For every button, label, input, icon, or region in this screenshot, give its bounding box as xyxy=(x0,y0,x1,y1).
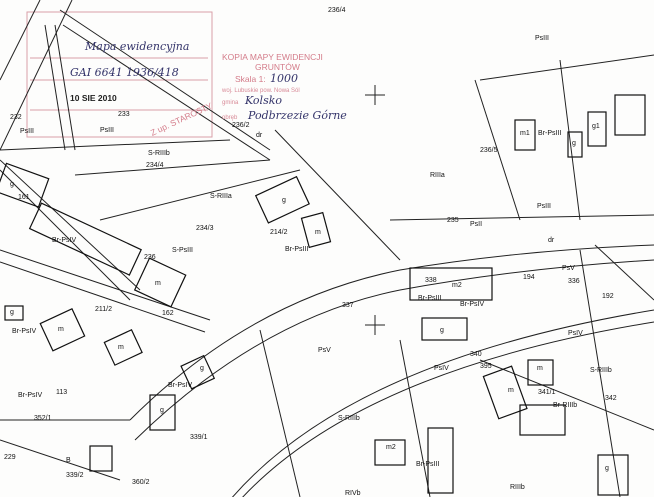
parcel-label: m xyxy=(58,326,64,333)
stamp-starosta: Z up. STAROSTY xyxy=(149,100,214,137)
parcel-label: Br-PsIII xyxy=(538,130,561,137)
parcel-label: g xyxy=(10,309,14,316)
parcel-label: 236 xyxy=(144,254,156,261)
parcel-label: Br-PsIV xyxy=(168,382,192,389)
parcel-label: g1 xyxy=(592,123,600,130)
copy-title-2: GRUNTÓW xyxy=(255,62,300,72)
copy-scale-label: Skala 1: xyxy=(235,74,266,84)
parcel-label: Br-PsIII xyxy=(416,461,439,468)
copy-scale-value: 1000 xyxy=(270,72,298,85)
parcel-label: Br-PsIV xyxy=(18,392,42,399)
parcel-label: m xyxy=(155,280,161,287)
parcel-label: RIVb xyxy=(345,490,361,497)
parcel-label: m2 xyxy=(386,444,396,451)
stamp-handwritten-title: Mapa ewidencyjna xyxy=(84,40,189,53)
parcel-label: 336 xyxy=(568,278,580,285)
stamp-date: 10 SIE 2010 xyxy=(70,93,117,103)
parcel-label: 339/1 xyxy=(190,434,208,441)
parcel-label: PsIII xyxy=(20,128,34,135)
parcel-label: Br-PsIV xyxy=(12,328,36,335)
parcel-label: 192 xyxy=(602,293,614,300)
parcel-label: 113 xyxy=(56,389,67,396)
parcel-label: S-RIIIb xyxy=(338,415,360,422)
parcel-label: 229 xyxy=(4,454,16,461)
parcel-label: Br-PsIV xyxy=(460,301,484,308)
parcel-label: g xyxy=(572,140,576,147)
parcel-label: RIIIa xyxy=(430,172,445,179)
parcel-label: 338 xyxy=(425,277,437,284)
parcel-label: 342 xyxy=(605,395,617,402)
parcel-label: 360/2 xyxy=(132,479,150,486)
parcel-label: m xyxy=(508,387,514,394)
copy-region: woj. Lubuskie pow. Nowa Sól xyxy=(221,88,300,94)
parcel-label: Br-PsIII xyxy=(285,246,308,253)
parcel-label: g xyxy=(282,197,286,204)
parcel-label: dr xyxy=(256,132,263,139)
parcel-label: PsIII xyxy=(537,203,551,210)
parcel-label: 161 xyxy=(18,194,30,201)
parcel-label: RIIIb xyxy=(510,484,525,491)
parcel-label: B xyxy=(66,457,71,464)
parcel-label: 339/2 xyxy=(66,472,84,479)
parcel-label: PsIII xyxy=(535,35,549,42)
parcel-label: 352/1 xyxy=(34,415,52,422)
parcel-label: Br-PsIII xyxy=(418,295,441,302)
parcel-label: 162 xyxy=(162,310,174,317)
parcel-label: 341/1 xyxy=(538,389,556,396)
parcel-label: m2 xyxy=(452,282,462,289)
parcel-label: dr xyxy=(548,237,555,244)
parcel-label: 236/2 xyxy=(232,122,250,129)
parcel-label: 232 xyxy=(10,114,22,121)
parcel-label: 233 xyxy=(118,111,130,118)
parcel-label: 235 xyxy=(447,217,459,224)
parcel-label: m1 xyxy=(520,130,530,137)
parcel-label: 194 xyxy=(523,274,535,281)
copy-gmina-label: gmina xyxy=(222,100,239,106)
copy-obreb-label: obręb xyxy=(222,115,238,121)
parcel-label: 234/3 xyxy=(196,225,214,232)
parcel-label: PsV xyxy=(562,265,575,272)
parcel-label: g xyxy=(160,407,164,414)
parcel-label: S-RIIIb xyxy=(148,150,170,157)
parcel-label: 337 xyxy=(342,302,354,309)
copy-gmina-value: Kolsko xyxy=(244,94,282,107)
parcel-label: g xyxy=(10,181,14,188)
parcel-label: 236/4 xyxy=(328,7,346,14)
parcel-label: 211/2 xyxy=(95,306,112,313)
parcel-label: m xyxy=(315,229,321,236)
parcel-label: PsIV xyxy=(568,330,583,337)
parcel-label: g xyxy=(605,465,609,472)
copy-obreb-value: Podbrzezie Górne xyxy=(247,109,347,122)
parcel-label: PsIV xyxy=(434,365,449,372)
parcel-label: g xyxy=(440,327,444,334)
parcel-label: S-RIIIa xyxy=(210,193,232,200)
parcel-label: m xyxy=(118,344,124,351)
stamp-document-number: GAI 6641 1936/418 xyxy=(70,66,179,79)
parcel-label: 236/5 xyxy=(480,147,498,154)
parcel-label: 234/4 xyxy=(146,162,164,169)
parcel-label: Br-PsIV xyxy=(52,237,76,244)
parcel-label: S-RIIIb xyxy=(590,367,612,374)
parcel-label: PsIII xyxy=(100,127,114,134)
parcel-label: S-PsIII xyxy=(172,247,193,254)
parcel-label: PsII xyxy=(470,221,482,228)
copy-title-1: KOPIA MAPY EWIDENCJI xyxy=(222,52,323,62)
parcel-label: m xyxy=(537,365,543,372)
parcel-label: g xyxy=(200,365,204,372)
parcel-label: 395 xyxy=(480,363,492,370)
buildings xyxy=(0,94,646,496)
registry-stamp xyxy=(26,11,213,138)
parcel-label: PsV xyxy=(318,347,331,354)
parcel-label: 214/2 xyxy=(270,229,288,236)
parcel-label: Br-RIIIb xyxy=(553,402,577,409)
parcel-label: 340 xyxy=(470,351,482,358)
